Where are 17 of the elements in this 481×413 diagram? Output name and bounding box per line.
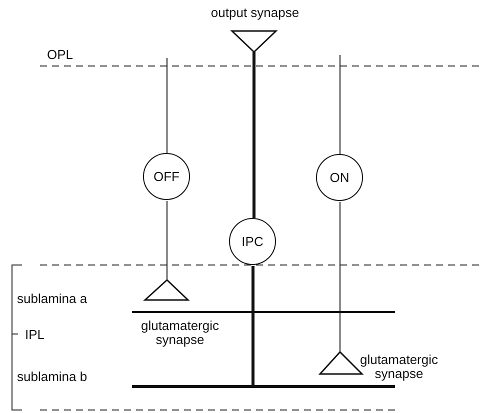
synapse-label: output synapse — [210, 6, 300, 20]
cell-body-circle: IPC — [229, 218, 276, 265]
sublayer-label: sublamina b — [17, 369, 88, 384]
neurite-line — [252, 313, 254, 385]
neurite-line — [252, 52, 256, 218]
sublayer-label: sublamina a — [17, 291, 88, 306]
dendrite-stratum-line — [132, 311, 395, 313]
synapse-label: glutamatergic synapse — [358, 353, 440, 381]
dendrite-stratum-line — [132, 385, 395, 388]
layer-label: OPL — [47, 47, 74, 62]
cell-body-circle: ON — [316, 154, 363, 201]
neurite-line — [166, 58, 168, 154]
neurite-line — [166, 200, 168, 280]
cell-body-circle: OFF — [143, 153, 190, 200]
layer-label: IPL — [25, 327, 45, 342]
synapse-label: glutamatergic synapse — [140, 319, 220, 347]
neurite-line — [252, 266, 254, 311]
